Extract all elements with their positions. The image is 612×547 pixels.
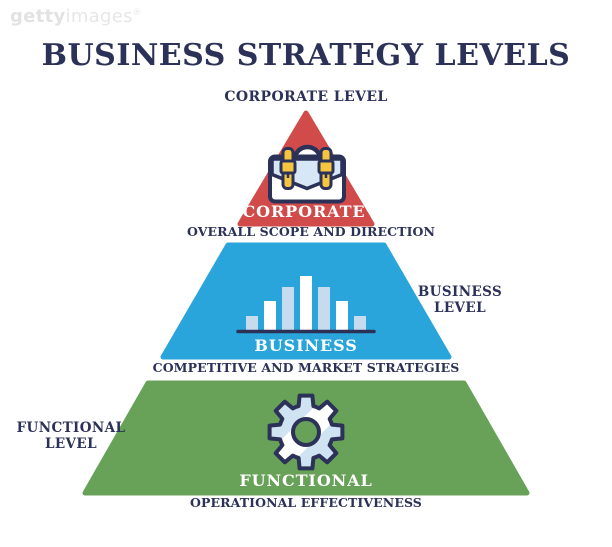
bar-chart-icon <box>236 276 376 334</box>
functional-label: FUNCTIONAL <box>239 471 373 490</box>
business-subtitle: COMPETITIVE AND MARKET STRATEGIES <box>152 360 460 375</box>
briefcase-strap-left <box>279 147 297 190</box>
corporate-level-heading: CORPORATE LEVEL <box>224 89 388 105</box>
watermark-light: images <box>65 6 133 27</box>
corporate-subtitle: OVERALL SCOPE AND DIRECTION <box>186 224 436 239</box>
gear-outline <box>267 393 345 471</box>
briefcase-strap-right <box>317 147 335 190</box>
gettyimages-watermark: gettyimages® <box>10 6 142 27</box>
page-title: BUSINESS STRATEGY LEVELS <box>41 38 571 73</box>
functional-level-heading-line1: FUNCTIONAL <box>16 420 126 436</box>
briefcase-body <box>268 154 346 204</box>
business-label: BUSINESS <box>254 336 358 355</box>
registered-mark: ® <box>132 8 143 18</box>
functional-subtitle: OPERATIONAL EFFECTIVENESS <box>190 495 422 510</box>
gear-center-hole <box>291 417 321 447</box>
watermark-bold: getty <box>10 6 66 27</box>
functional-level-heading: FUNCTIONAL LEVEL <box>17 420 126 452</box>
corporate-label: CORPORATE <box>242 202 366 221</box>
functional-level-heading-line2: LEVEL <box>44 436 98 452</box>
business-level-heading: BUSINESS LEVEL <box>418 284 502 316</box>
briefcase-icon <box>268 144 346 204</box>
business-level-heading-line2: LEVEL <box>433 300 487 316</box>
business-level-heading-line1: BUSINESS <box>417 284 503 300</box>
